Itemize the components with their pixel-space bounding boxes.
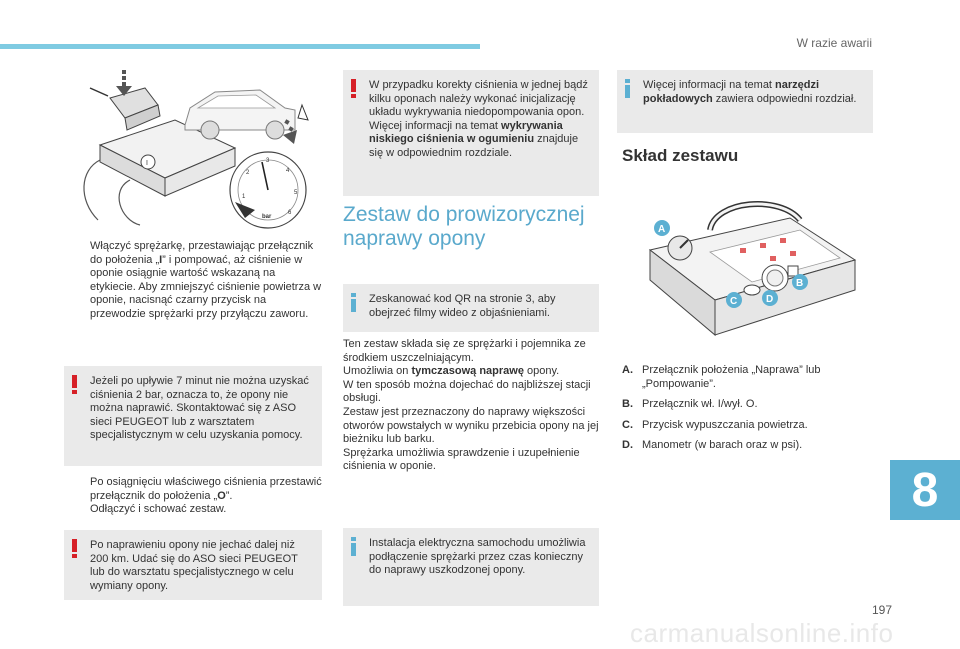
kit-desc-p5: Sprężarka umożliwia sprawdzenie i uzupeł… xyxy=(343,446,580,473)
callout-c: C xyxy=(730,296,737,307)
legend-item-a: A. Przełącznik położenia „Naprawa” lub „P… xyxy=(622,364,872,391)
section-title: W razie awarii xyxy=(796,36,872,50)
warning-box-reinit: W przypadku korekty ciśnienia w jednej b… xyxy=(343,70,599,196)
switch-label: I xyxy=(146,160,148,167)
bullet-text-pre: Po osiągnięciu właściwego ciśnienia prze… xyxy=(90,476,322,502)
info-text-bold: narzędzi pokładowych xyxy=(643,79,820,105)
info-text: Więcej informacji na temat narzędzi pokł… xyxy=(617,70,873,115)
warning-box-7-minutes: Jeżeli po upływie 7 minut nie można uzys… xyxy=(64,366,322,466)
section-heading-repair-kit: Zestaw do prowizorycznej naprawy opony xyxy=(343,203,585,250)
warning-text-1: W przypadku korekty ciśnienia w jednej b… xyxy=(369,79,588,119)
warning-icon xyxy=(72,375,77,394)
legend-text: Manometr (w barach oraz w psi). xyxy=(642,439,803,452)
header-accent-bar xyxy=(0,44,480,49)
kit-desc-p2-pre: Umożliwia on xyxy=(343,365,412,378)
legend-text: Przełącznik wł. I/wył. O. xyxy=(642,398,758,411)
kit-legend: A. Przełącznik położenia „Naprawa” lub „P… xyxy=(622,364,872,460)
legend-letter: B. xyxy=(622,398,633,411)
legend-letter: D. xyxy=(622,439,633,452)
legend-text: Przełącznik położenia „Naprawa” lub „Pom… xyxy=(642,364,821,390)
warning-text-bold: wykrywania niskiego ciśnienia w ogumieni… xyxy=(369,119,563,146)
steps-finish: Po osiągnięciu właściwego ciśnienia prze… xyxy=(70,476,322,517)
gauge-tick-3: 3 xyxy=(266,158,270,164)
bullet-text-pre: Włączyć sprężarkę, przestawiając przełąc… xyxy=(90,240,314,266)
chapter-number: 8 xyxy=(911,463,939,517)
gauge-tick-5: 5 xyxy=(294,190,298,196)
legend-letter: C. xyxy=(622,418,633,431)
warning-icon xyxy=(351,79,356,98)
kit-desc-p2-post: opony. xyxy=(523,365,560,378)
step-turn-on: Włączyć sprężarkę, przestawiając przełąc… xyxy=(70,240,322,322)
gauge-tick-6: 6 xyxy=(288,210,292,216)
info-icon xyxy=(351,293,356,312)
kit-desc-p1: Ten zestaw składa się ze sprężarki i poj… xyxy=(343,338,586,364)
bullet-turn-on: Włączyć sprężarkę, przestawiając przełąc… xyxy=(70,240,322,322)
chapter-tab: 8 xyxy=(890,460,960,520)
gauge-tick-4: 4 xyxy=(286,168,290,174)
compressor-car-illustration: 1 2 3 4 5 6 bar I xyxy=(83,70,309,229)
section-heading-kit-contents: Skład zestawu xyxy=(622,146,739,165)
info-text: Instalacja elektryczna samochodu umożliw… xyxy=(369,537,586,577)
info-icon xyxy=(351,537,356,556)
kit-desc-p2: Umożliwia on tymczasową naprawę opony. xyxy=(343,365,601,379)
callout-b: B xyxy=(796,278,803,289)
bullet-text-post: ” i pompować, aż ciśnienie w oponie osią… xyxy=(90,253,322,320)
legend-item-b: B. Przełącznik wł. I/wył. O. xyxy=(622,398,872,412)
warning-text-3: znajduje się w odpowiednim rozdziale. xyxy=(369,133,579,159)
callout-a: A xyxy=(658,224,665,235)
gauge-unit: bar xyxy=(262,214,272,220)
kit-desc-p2-bold: tymczasową naprawę xyxy=(411,365,524,378)
bullet-switch-off: Po osiągnięciu właściwego ciśnienia prze… xyxy=(70,476,322,503)
page-number: 197 xyxy=(872,603,893,617)
bullet-text-bold: O xyxy=(217,489,226,502)
info-box-power: Instalacja elektryczna samochodu umożliw… xyxy=(343,528,599,606)
kit-contents-illustration: A B C D xyxy=(648,201,857,337)
warning-text: Po naprawieniu opony nie jechać dalej ni… xyxy=(90,539,298,592)
info-box-qr: Zeskanować kod QR na stronie 3, aby obej… xyxy=(343,284,599,332)
legend-item-c: C. Przycisk wypuszczania powietrza. xyxy=(622,419,872,433)
legend-letter: A. xyxy=(622,364,633,376)
legend-item-d: D. Manometr (w barach oraz w psi). xyxy=(622,439,872,453)
footer-watermark: carmanualsonline.info xyxy=(630,618,894,648)
kit-desc-p3: W ten sposób można dojechać do najbliższ… xyxy=(343,378,591,405)
warning-text-2: Więcej informacji na temat xyxy=(369,119,502,132)
info-text: Zeskanować kod QR na stronie 3, aby obej… xyxy=(369,293,556,319)
warning-icon xyxy=(72,539,77,558)
warning-text: Jeżeli po upływie 7 minut nie można uzys… xyxy=(90,375,309,442)
bullet-text-post: ”. xyxy=(225,489,233,502)
warning-text: W przypadku korekty ciśnienia w jednej b… xyxy=(343,70,599,170)
warning-box-200-km: Po naprawieniu opony nie jechać dalej ni… xyxy=(64,530,322,600)
kit-desc-p4: Zestaw jest przeznaczony do naprawy więk… xyxy=(343,405,599,446)
info-text-pre: Więcej informacji na temat xyxy=(643,79,776,91)
kit-description: Ten zestaw składa się ze sprężarki i poj… xyxy=(343,338,601,474)
bullet-text-bold: I xyxy=(159,253,163,266)
info-icon xyxy=(625,79,630,98)
bullet-disconnect: Odłączyć i schować zestaw. xyxy=(70,503,322,517)
gauge-tick-1: 1 xyxy=(242,194,246,200)
callout-d: D xyxy=(766,294,773,305)
info-text-post: zawiera odpowiedni rozdział. xyxy=(712,92,857,105)
gauge-tick-2: 2 xyxy=(246,170,250,176)
legend-text: Przycisk wypuszczania powietrza. xyxy=(642,418,808,431)
info-box-tools: Więcej informacji na temat narzędzi pokł… xyxy=(617,70,873,133)
bullet-text: Odłączyć i schować zestaw. xyxy=(90,503,227,516)
